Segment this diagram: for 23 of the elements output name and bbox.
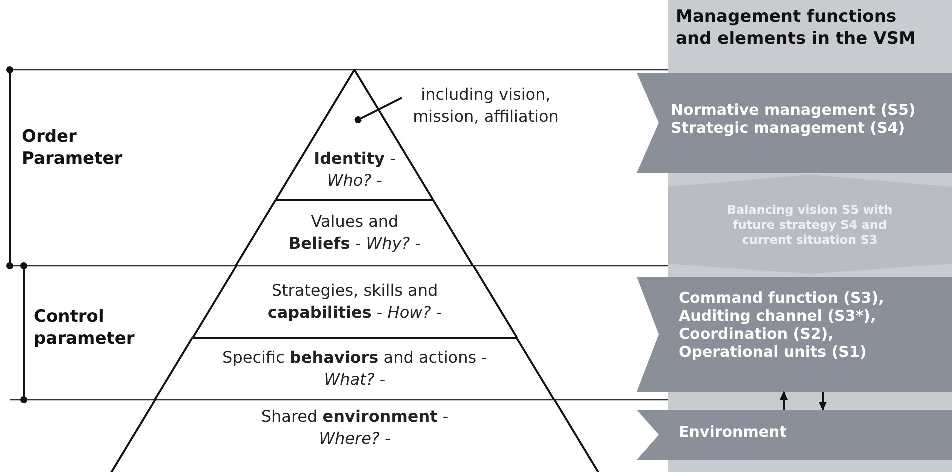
level-text: Values and Beliefs - Why? - bbox=[288, 211, 422, 255]
pyramid-level bbox=[155, 338, 555, 400]
level-text: Shared environment - Where? - bbox=[260, 406, 450, 450]
chevron-band bbox=[637, 277, 952, 392]
level-text: Specific behaviors and actions - What? - bbox=[222, 347, 488, 391]
side-panel bbox=[635, 0, 952, 472]
level-text: Identity - Who? - bbox=[314, 148, 396, 192]
panel-heading: Management functions and elements in the VSM bbox=[676, 6, 917, 50]
parameter-label: Control parameter bbox=[34, 306, 136, 350]
annotation-text: including vision, mission, affiliation bbox=[412, 84, 560, 128]
arrow bbox=[819, 392, 827, 411]
arrow bbox=[780, 391, 788, 410]
band-text: Normative management (S5) Strategic management (S4) bbox=[671, 101, 917, 137]
band-text: Command function (S3), Auditing channel (S3*), Coordination (S2), Operational units (S1) bbox=[679, 289, 886, 361]
band-text: Environment bbox=[679, 423, 788, 441]
chevron-band bbox=[637, 73, 952, 173]
chevron-band bbox=[637, 410, 952, 460]
pyramid-level bbox=[192, 266, 518, 338]
level-text: Strategies, skills and capabilities - How? - bbox=[266, 280, 444, 324]
pyramid-level bbox=[236, 200, 474, 266]
parameter-label: Order Parameter bbox=[22, 126, 124, 170]
hexagon-band bbox=[668, 175, 952, 274]
leader-line bbox=[354, 97, 402, 124]
